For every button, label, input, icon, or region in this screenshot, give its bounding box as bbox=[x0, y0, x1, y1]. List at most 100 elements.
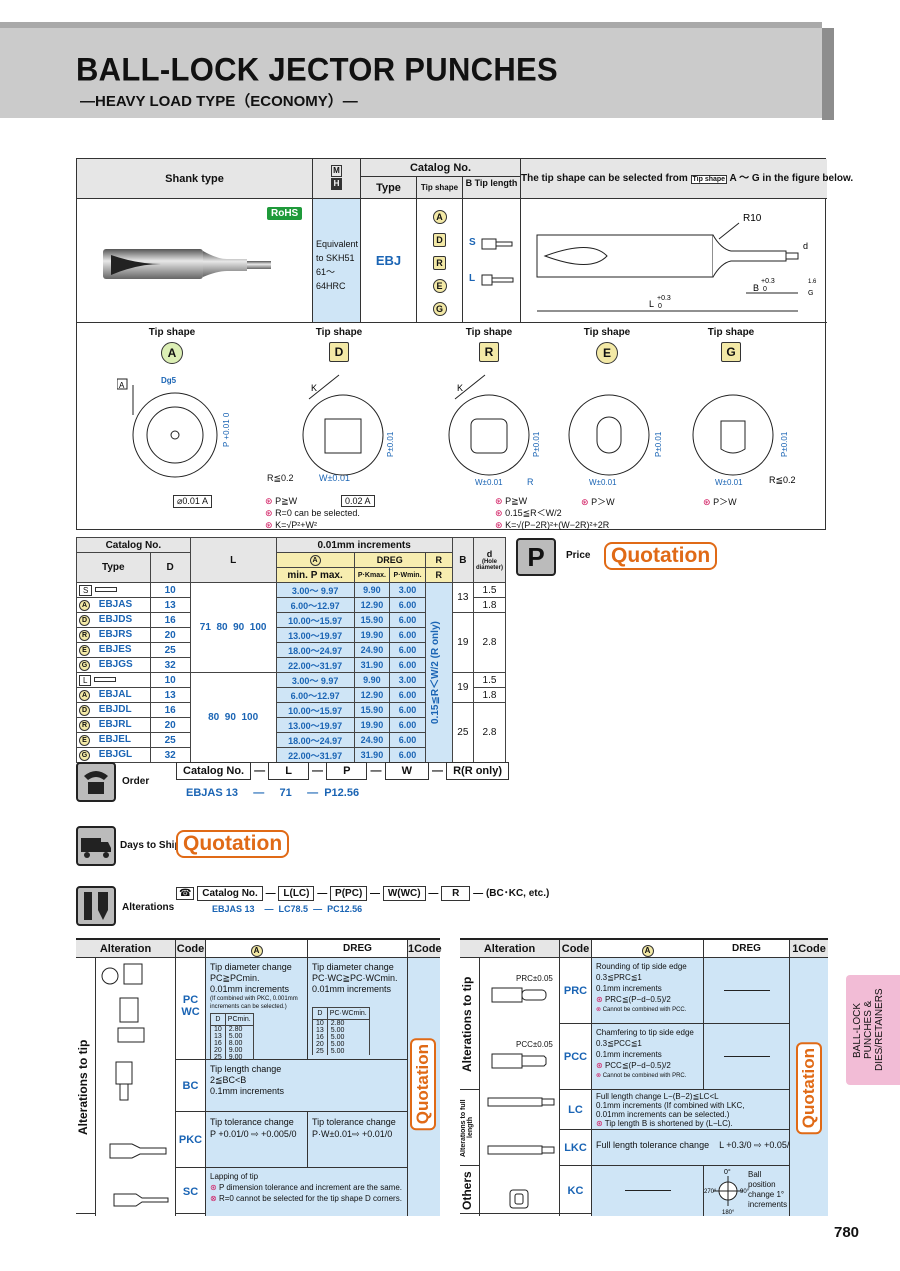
spec-pk: 31.90 bbox=[353, 747, 391, 763]
spec-pw: 6.00 bbox=[389, 687, 426, 703]
spec-type-cell: E EBJES bbox=[76, 642, 151, 658]
tip-shape-e-badge: E bbox=[432, 279, 447, 293]
spec-type: EBJRS bbox=[98, 629, 133, 640]
spec-d: 20 bbox=[149, 717, 191, 733]
svg-text:L: L bbox=[649, 299, 654, 309]
shape-badge: G bbox=[79, 750, 90, 761]
spec-pmin: 18.00～24.97 bbox=[275, 732, 355, 748]
tip-r-notes: ⊛ P≧W ⊛ 0.15≦R＜W/2 ⊛ K=√(P−2R)²+(W−2R)²+… bbox=[495, 496, 610, 530]
svg-text:0: 0 bbox=[763, 286, 767, 293]
alt-left-drawings bbox=[96, 958, 176, 1216]
punch-dimension-drawing: R10 d B +0.3 0 L +0.3 0 1.6 G bbox=[536, 213, 817, 312]
tip-length-tag: L bbox=[79, 674, 92, 686]
tip-length-cell: S L bbox=[463, 199, 521, 323]
alterations-example: EBJAS 13 — LC78.5 — PC12.56 bbox=[212, 904, 363, 914]
spec-pw: 6.00 bbox=[389, 642, 426, 658]
svg-text:W±0.01: W±0.01 bbox=[715, 478, 743, 487]
tip-a-flatness: 0.02 A bbox=[341, 495, 375, 507]
spec-type-cell: D EBJDL bbox=[76, 702, 151, 718]
spec-hole: 1.8 bbox=[472, 687, 507, 703]
alt-kc-dreg: 0° 270° 90° 180° Ball position change 1°… bbox=[704, 1166, 790, 1216]
tip-shape-d-badge: D bbox=[433, 233, 446, 247]
shape-badge: E bbox=[79, 645, 90, 656]
tip-shape-g-drawing: P±0.01 W±0.01 R≦0.2 bbox=[692, 394, 796, 487]
shape-badge: A bbox=[79, 600, 90, 611]
tip-a-r-note: R≦0.2 bbox=[267, 473, 294, 483]
type-header: Type bbox=[361, 177, 417, 199]
svg-text:P±0.01: P±0.01 bbox=[532, 431, 541, 457]
spec-hole: 2.8 bbox=[472, 612, 507, 673]
shape-badge: A bbox=[79, 690, 90, 701]
tip-a-w-note: W±0.01 bbox=[319, 473, 350, 483]
alt-right-drawings: PRC±0.05 PCC±0.05 bbox=[480, 958, 560, 1216]
spec-pmin: 10.00～15.97 bbox=[275, 612, 355, 628]
spec-type-cell: G EBJGL bbox=[76, 747, 151, 763]
price-icon: P bbox=[516, 538, 556, 576]
svg-text:W±0.01: W±0.01 bbox=[475, 478, 503, 487]
spec-pk: 19.90 bbox=[353, 627, 391, 643]
order-example: EBJAS 13 — 71 — P12.56 bbox=[186, 787, 360, 799]
alt-right-side-others: Others bbox=[460, 1171, 474, 1211]
svg-text:G: G bbox=[808, 290, 813, 297]
spec-pmin: 3.00～ 9.97 bbox=[275, 672, 355, 688]
tip-a-runout: ⌀0.01 A bbox=[173, 495, 212, 508]
svg-text:R: R bbox=[527, 477, 534, 487]
spec-pmin: 22.00～31.97 bbox=[275, 747, 355, 763]
spec-type: EBJAL bbox=[98, 689, 132, 700]
spec-pw: 6.00 bbox=[389, 597, 426, 613]
spec-pk: 31.90 bbox=[353, 657, 391, 673]
spec-type: EBJGL bbox=[98, 749, 133, 760]
side-tab[interactable] bbox=[846, 975, 900, 1085]
spec-b: 19 bbox=[451, 612, 474, 673]
spec-pmin: 13.00～19.97 bbox=[275, 717, 355, 733]
header-top-strip bbox=[0, 22, 822, 28]
spec-pw: 3.00 bbox=[389, 582, 426, 598]
shape-badge: R bbox=[79, 630, 90, 641]
spec-type-cell: L bbox=[76, 672, 151, 688]
svg-text:1.6: 1.6 bbox=[808, 279, 817, 285]
svg-text:270°: 270° bbox=[704, 1189, 717, 1195]
spec-b: 13 bbox=[451, 582, 474, 613]
spec-type-cell: R EBJRS bbox=[76, 627, 151, 643]
tip-g-notes: ⊛ P＞W bbox=[703, 497, 737, 507]
tip-shape-list: A D R E G bbox=[417, 199, 463, 323]
rohs-badge: RoHS bbox=[267, 207, 303, 220]
svg-text:W±0.01: W±0.01 bbox=[589, 478, 617, 487]
ball-position-icon: 0° 270° 90° 180° bbox=[704, 1168, 750, 1216]
tip-shape-d: Tip shape D bbox=[289, 327, 389, 362]
spec-type: EBJES bbox=[98, 644, 132, 655]
page-title: BALL-LOCK JECTOR PUNCHES bbox=[76, 51, 558, 88]
spec-pk: 24.90 bbox=[353, 642, 391, 658]
spec-b: 19 bbox=[451, 672, 474, 703]
alt-right-drawing-shapes bbox=[487, 987, 555, 1209]
spec-pw: 6.00 bbox=[389, 657, 426, 673]
spec-pk: 12.90 bbox=[353, 597, 391, 613]
alt-pcc-dreg bbox=[704, 1024, 790, 1090]
shape-badge: D bbox=[79, 615, 90, 626]
tip-shape-r-badge: R bbox=[433, 256, 446, 270]
spec-hole: 2.8 bbox=[472, 702, 507, 763]
alt-lkc: Full length tolerance change L +0.3/0 ⇨ … bbox=[592, 1130, 794, 1166]
alt-left-quote-col: Quotation bbox=[408, 958, 440, 1216]
tip-shape-r: Tip shape R bbox=[439, 327, 539, 362]
alt-left-side: Alterations to tip bbox=[76, 958, 96, 1216]
spec-lengths: 71 80 90 100 bbox=[189, 582, 277, 673]
shank-type-header: Shank type bbox=[77, 159, 313, 199]
truck-icon bbox=[76, 826, 116, 866]
svg-text:R≦0.2: R≦0.2 bbox=[769, 475, 796, 485]
tip-shape-d-drawing: K P±0.01 bbox=[302, 374, 395, 476]
svg-text:P±0.01: P±0.01 bbox=[654, 431, 663, 457]
spec-type-cell: R EBJRL bbox=[76, 717, 151, 733]
spec-d: 10 bbox=[149, 582, 191, 598]
spec-hole: 1.8 bbox=[472, 597, 507, 613]
tip-length-tag: S bbox=[79, 584, 93, 596]
spec-pk: 19.90 bbox=[353, 717, 391, 733]
svg-text:K: K bbox=[311, 383, 317, 393]
